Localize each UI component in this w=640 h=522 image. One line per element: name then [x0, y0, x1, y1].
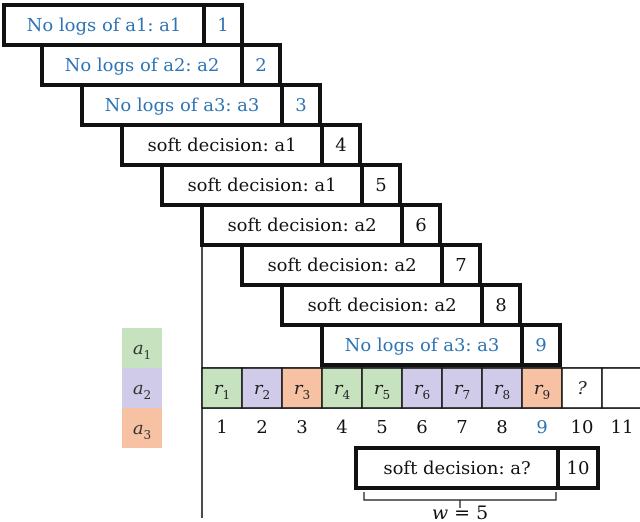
slot-label-sub: 5 [382, 388, 390, 402]
slot-label-sub: 7 [462, 388, 470, 402]
slot-tick-label: 2 [256, 417, 267, 438]
slot-cell [281, 367, 323, 409]
decision-step-number: 9 [535, 335, 546, 356]
decision-step: soft decision: a1 4 [120, 123, 362, 167]
decision-step-number: 8 [495, 295, 506, 316]
decision-step: No logs of a1: a1 1 [2, 3, 244, 47]
decision-step-label: No logs of a1: a1 [27, 15, 182, 36]
slot-tick-label: 4 [336, 417, 347, 438]
legend-label-base: a [133, 338, 144, 359]
slot-tick-label: 7 [456, 417, 467, 438]
slot-tick-label: 11 [611, 417, 634, 438]
decision-step: soft decision: a2 7 [240, 243, 482, 287]
slot-label-base: r [254, 378, 264, 399]
decision-step-label: soft decision: a2 [267, 255, 416, 276]
slot-label-base: r [454, 378, 464, 399]
slot-label: r6 [414, 378, 430, 402]
slot-ticks: 1 2 3 4 5 6 7 8 9 10 11 [216, 417, 633, 438]
window-size-label: w = 5 [432, 502, 488, 522]
slot-cell [601, 367, 640, 409]
legend-swatch [122, 408, 162, 448]
decision-step: soft decision: a2 6 [200, 203, 442, 247]
legend-label-sub: 1 [144, 348, 152, 362]
legend-label-base: a [133, 418, 144, 439]
slot-cell [401, 367, 443, 409]
slot-label-base: r [334, 378, 344, 399]
slot-label: r8 [494, 378, 510, 402]
decision-step-label: No logs of a3: a3 [105, 95, 260, 116]
legend-label-sub: 3 [144, 428, 152, 442]
slot-tick-label: 10 [571, 417, 594, 438]
slot-cell [361, 367, 403, 409]
decision-step-label: No logs of a3: a3 [345, 335, 500, 356]
slot-label: r7 [454, 378, 470, 402]
slot-label-sub: 6 [422, 388, 430, 402]
decision-step-number: 7 [455, 255, 466, 276]
slot-label: r4 [334, 378, 351, 402]
decision-step-label: soft decision: a2 [307, 295, 456, 316]
decision-step-label: soft decision: a2 [227, 215, 376, 236]
slot-label: r2 [254, 378, 270, 402]
slot-label: r9 [534, 378, 550, 402]
slot-label-base: r [494, 378, 504, 399]
slot-cell [441, 367, 483, 409]
decision-step-label: soft decision: a1 [147, 135, 296, 156]
slot-tick-label: 3 [296, 417, 307, 438]
slot-label-base: r [374, 378, 384, 399]
slot-label-base: r [414, 378, 424, 399]
slot-tick-label: 6 [416, 417, 427, 438]
decision-step-label: soft decision: a1 [187, 175, 336, 196]
decision-step: No logs of a2: a2 2 [40, 43, 282, 87]
slot-label: r1 [214, 378, 230, 402]
slot-label: ? [577, 378, 587, 399]
decision-step: soft decision: a2 8 [280, 283, 522, 327]
slot-label-sub: 1 [222, 388, 230, 402]
decision-step-number: 6 [415, 215, 426, 236]
slot-label: r3 [294, 378, 310, 402]
legend-label-base: a [133, 378, 144, 399]
decision-step-number: 1 [217, 15, 228, 36]
legend-swatch [122, 368, 162, 408]
slot-cell [481, 367, 523, 409]
slot-cell [521, 367, 563, 409]
decision-step-number: 4 [335, 135, 346, 156]
slot-tick-label: 1 [216, 417, 227, 438]
decision-step-number: 5 [375, 175, 386, 196]
slot-label-base: ? [577, 378, 587, 399]
legend-label: a3 [133, 418, 151, 442]
pending-decision-label: soft decision: a? [383, 458, 530, 479]
window-bracket [363, 492, 557, 508]
legend-swatch [122, 328, 162, 368]
decision-step-number: 3 [295, 95, 306, 116]
slot-label-base: r [214, 378, 224, 399]
window-eq: = 5 [448, 502, 488, 522]
decision-step: soft decision: a1 5 [160, 163, 402, 207]
legend-label: a2 [133, 378, 151, 402]
pending-decision-box: soft decision: a? 10 [354, 446, 600, 490]
window-var: w [432, 502, 448, 522]
slot-label-base: r [294, 378, 304, 399]
slot-cell [321, 367, 363, 409]
decision-step: No logs of a3: a3 9 [320, 323, 562, 367]
slot-label-sub: 9 [542, 388, 550, 402]
slot-label-sub: 3 [302, 388, 310, 402]
slot-label-sub: 2 [262, 388, 270, 402]
slot-label-base: r [534, 378, 544, 399]
slot-label-sub: 8 [502, 388, 510, 402]
legend-label-sub: 2 [144, 388, 152, 402]
slot-label: r5 [374, 378, 390, 402]
decision-step-number: 2 [255, 55, 266, 76]
legend-label: a1 [133, 338, 151, 362]
decision-step: No logs of a3: a3 3 [80, 83, 322, 127]
slot-tick-label: 8 [496, 417, 507, 438]
slot-label-sub: 4 [342, 388, 350, 402]
pending-decision-number: 10 [567, 458, 590, 479]
decision-step-label: No logs of a2: a2 [65, 55, 220, 76]
slot-tick-label: 9 [536, 417, 547, 438]
slot-tick-label: 5 [376, 417, 387, 438]
